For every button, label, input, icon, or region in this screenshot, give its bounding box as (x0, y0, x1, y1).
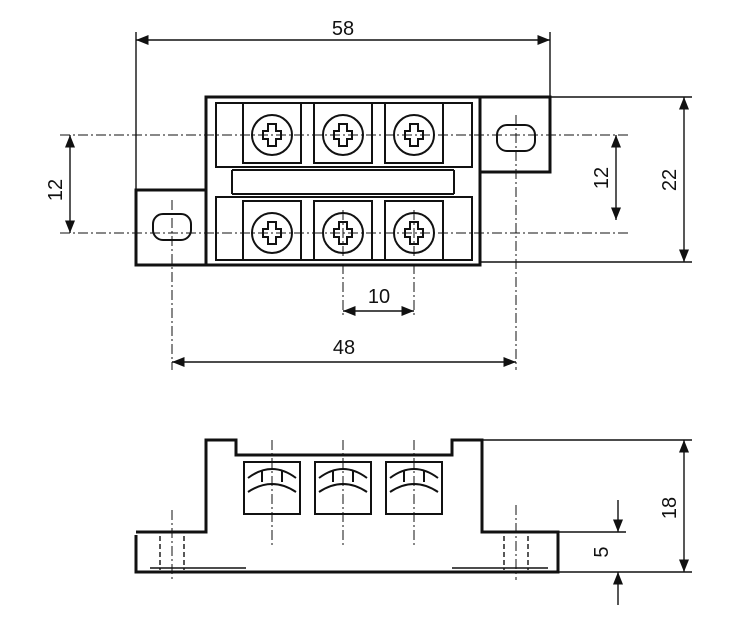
mounting-pitch-label: 48 (333, 337, 355, 359)
overall-length-label: 58 (332, 18, 354, 40)
terminal-pitch-label: 10 (368, 286, 390, 308)
top-body-outline (204, 95, 482, 267)
screw-icon (251, 212, 293, 254)
terminal-side-icon (314, 461, 372, 515)
screw-icon (251, 114, 293, 156)
left-row-spacing-label: 12 (45, 179, 67, 201)
side-body-outline (134, 438, 560, 574)
left-mounting-ear (134, 188, 206, 267)
top-terminal-row (242, 102, 444, 164)
terminal-side-icon (385, 461, 443, 515)
terminal-side-icon (243, 461, 301, 515)
right-row-spacing-label: 12 (591, 167, 613, 189)
side-view (134, 438, 692, 580)
overall-height-label: 18 (659, 497, 681, 519)
flange-height-label: 5 (591, 546, 613, 557)
overall-width-label: 22 (659, 169, 681, 191)
top-view (60, 32, 692, 370)
